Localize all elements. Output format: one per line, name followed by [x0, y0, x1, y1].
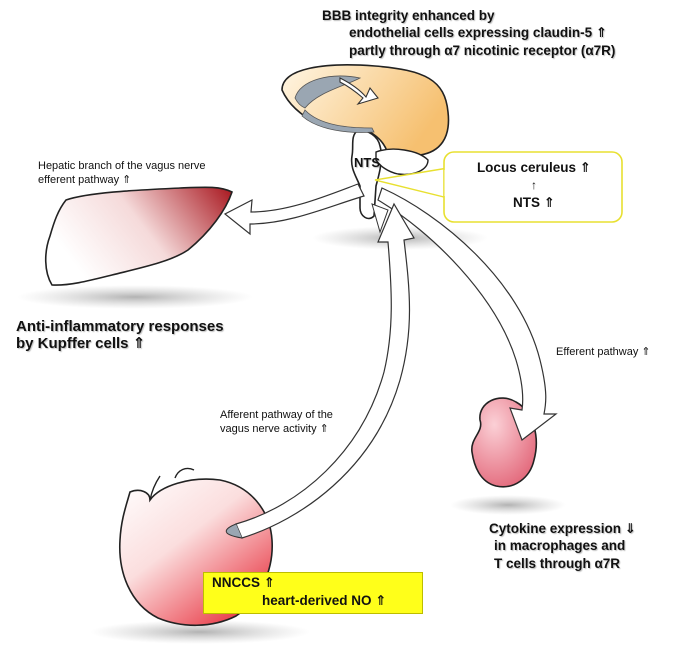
callout-locus-ceruleus: Locus ceruleus ⇑: [446, 160, 622, 176]
afferent-arrow: [236, 204, 414, 538]
bbb-label-line3: partly through α7 nicotinic receptor (α7…: [349, 43, 615, 59]
callout-nts: NTS ⇑: [446, 195, 622, 211]
spleen-shadow: [450, 495, 566, 515]
antiinflammatory-label-line2: by Kupffer cells ⇑: [16, 335, 145, 352]
callout-up-arrow: ↑: [446, 178, 622, 192]
antiinflammatory-label-line1: Anti-inflammatory responses: [16, 318, 224, 335]
hepatic-label-line1: Hepatic branch of the vagus nerve: [38, 160, 206, 173]
nnccs-label-line2: heart-derived NO ⇑: [262, 593, 387, 609]
brain-icon: [282, 65, 448, 219]
cytokine-label-line1: Cytokine expression ⇓: [489, 521, 636, 537]
hepatic-label-line2: efferent pathway ⇑: [38, 174, 131, 187]
cytokine-label-line2: in macrophages and: [494, 538, 625, 554]
afferent-label-line1: Afferent pathway of the: [220, 409, 333, 422]
hepatic-efferent-arrow: [225, 184, 364, 234]
nts-label: NTS: [354, 156, 380, 171]
efferent-pathway-label: Efferent pathway ⇑: [556, 346, 651, 359]
bbb-label-line1: BBB integrity enhanced by: [322, 8, 495, 24]
afferent-label-line2: vagus nerve activity ⇑: [220, 423, 329, 436]
bbb-label-line2: endothelial cells expressing claudin-5 ⇑: [349, 25, 607, 41]
liver-icon: [46, 187, 232, 285]
cytokine-label-line3: T cells through α7R: [494, 556, 620, 572]
nnccs-label-line1: NNCCS ⇑: [212, 575, 275, 591]
liver-shadow: [17, 285, 253, 309]
